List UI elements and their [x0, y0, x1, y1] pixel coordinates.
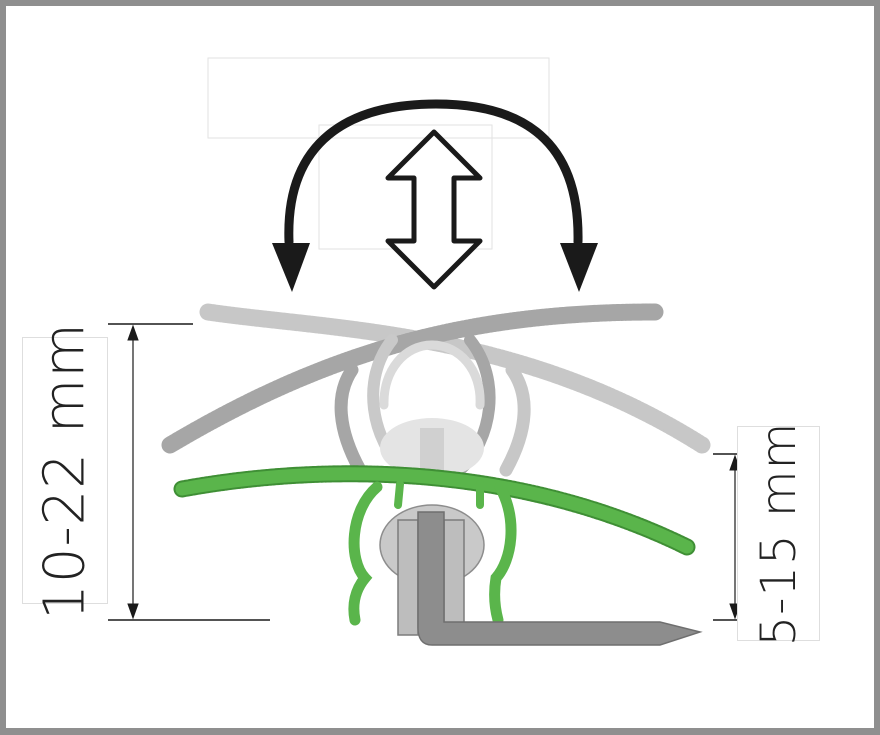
base-profile	[379, 504, 703, 646]
placeholder-box-top	[207, 57, 550, 139]
vertical-double-arrow-icon	[385, 129, 483, 290]
height-range-label-box: 10-22 mm	[22, 322, 108, 619]
base-range-label-box: 5-15 mm	[737, 421, 820, 646]
tilted-profile-left	[161, 303, 664, 454]
height-dimension	[108, 323, 270, 621]
height-range-label: 10-22 mm	[32, 321, 98, 620]
curved-double-arrow-icon	[272, 99, 598, 292]
green-profile-cap	[173, 465, 696, 626]
placeholder-box-inner	[318, 124, 493, 250]
ghost-clip	[334, 334, 531, 478]
base-range-label: 5-15 mm	[750, 421, 807, 646]
